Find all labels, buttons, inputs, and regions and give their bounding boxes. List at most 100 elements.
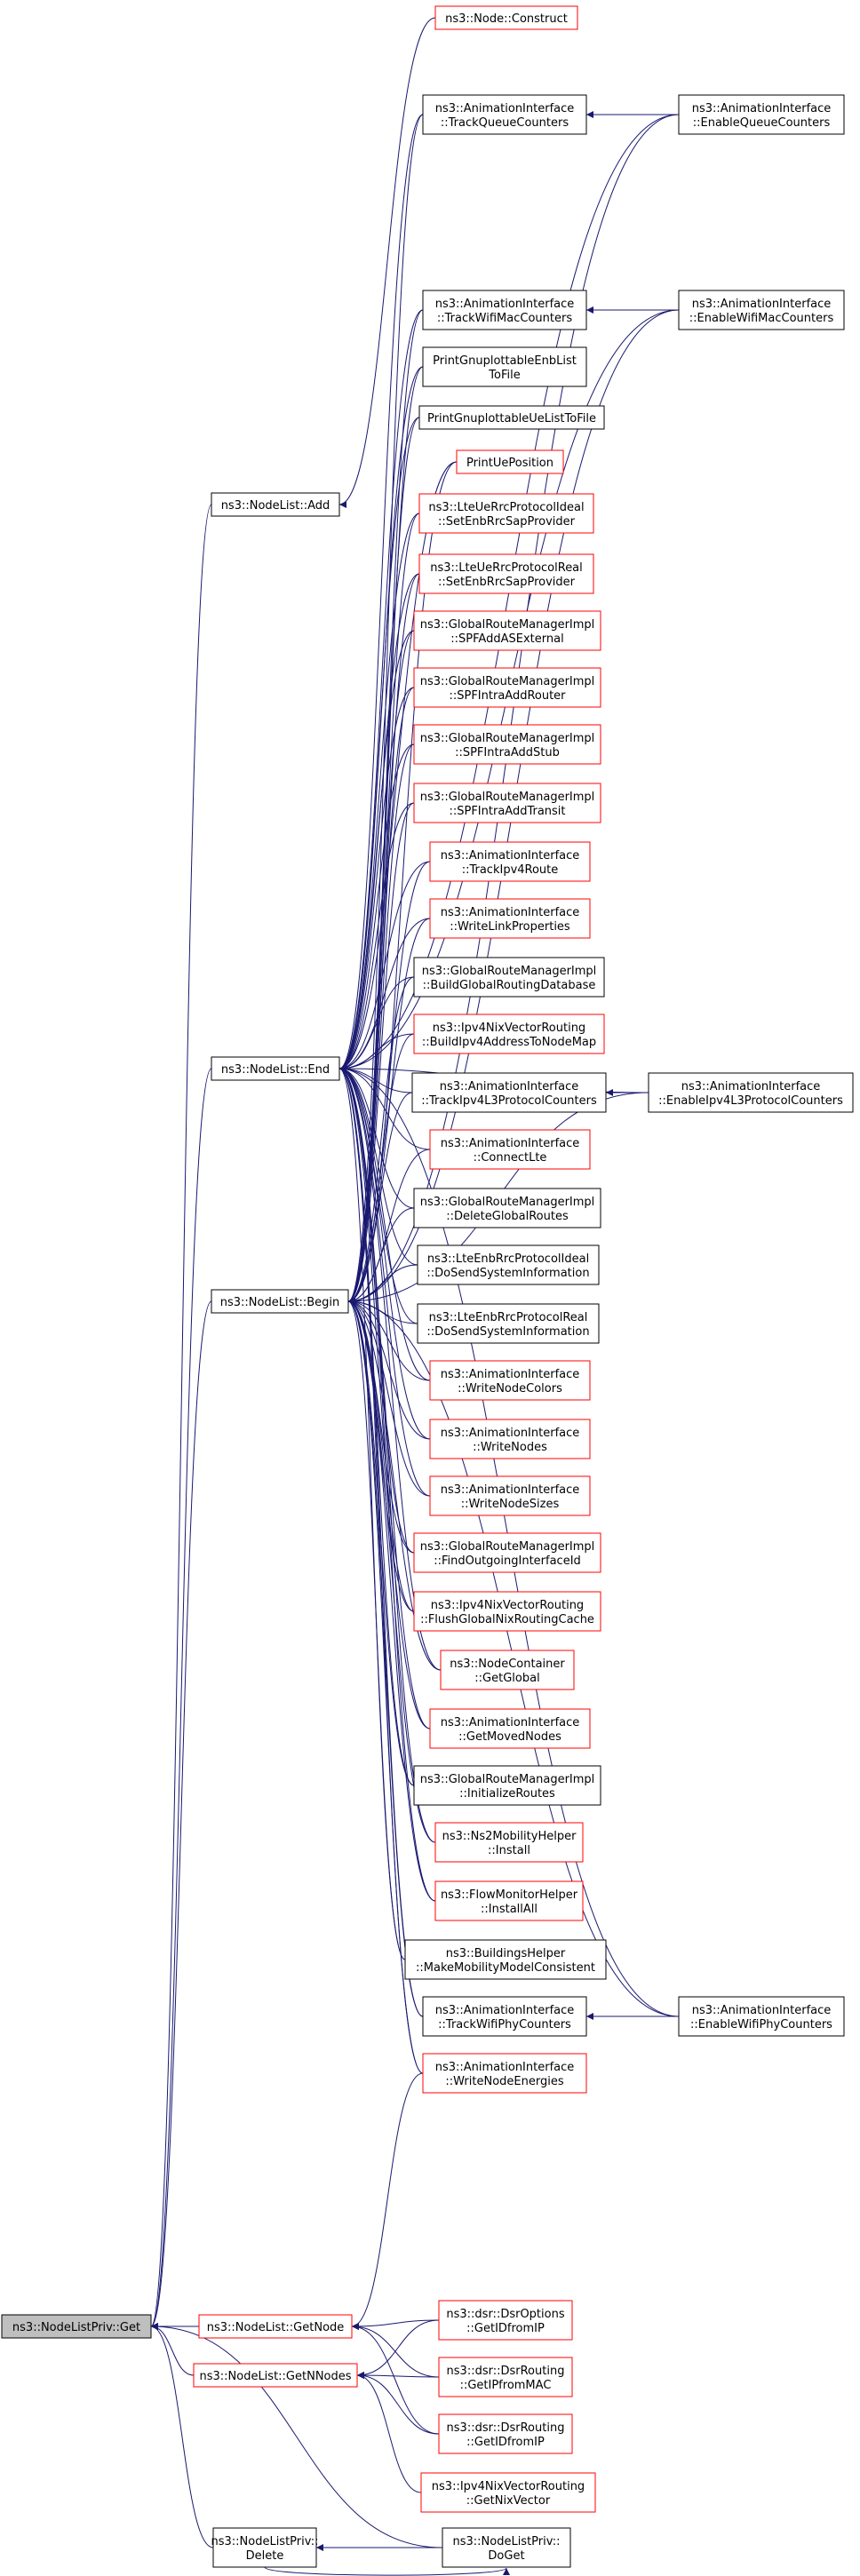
node-label: ns3::GlobalRouteManagerImpl <box>420 1196 595 1209</box>
node-box <box>420 2472 596 2513</box>
node-ns3-nodelist-end[interactable]: ns3::NodeList::End <box>211 1056 340 1081</box>
node-ns3-animationinterface-writelinkproperties[interactable]: ns3::AnimationInterface::WriteLinkProper… <box>429 898 591 939</box>
node-ns3-animationinterface-writenodecolors[interactable]: ns3::AnimationInterface::WriteNodeColors <box>429 1360 591 1401</box>
edge-writeenergies-to-begin <box>347 1298 424 2074</box>
node-printgnuplottableuelisttofile[interactable]: PrintGnuplottableUeListToFile <box>418 405 605 430</box>
node-label: ns3::dsr::DsrOptions <box>446 2308 564 2321</box>
node-ns3-ns2mobilityhelper-install[interactable]: ns3::Ns2MobilityHelper::Install <box>434 1822 584 1863</box>
node-ns3-globalroutemanagerimpl-spfaddasexternal[interactable]: ns3::GlobalRouteManagerImpl::SPFAddASExt… <box>413 610 601 651</box>
edge-writecolors-to-end <box>338 1065 431 1381</box>
node-ns3-nodecontainer-getglobal[interactable]: ns3::NodeContainer::GetGlobal <box>440 1650 575 1690</box>
node-label: ns3::GlobalRouteManagerImpl <box>420 732 595 745</box>
node-box <box>417 1244 600 1285</box>
node-ns3-animationinterface-trackipv4route[interactable]: ns3::AnimationInterface::TrackIpv4Route <box>429 841 591 882</box>
node-label: ToFile <box>488 369 520 382</box>
node-ns3-nodelistpriv-delete[interactable]: ns3::NodeListPriv::Delete <box>211 2527 319 2568</box>
node-ns3-animationinterface-enablequeuecounters[interactable]: ns3::AnimationInterface::EnableQueueCoun… <box>678 94 845 135</box>
edge-spfstub-to-begin <box>347 743 415 1305</box>
node-label: ::ConnectLte <box>474 1151 547 1165</box>
node-ns3-globalroutemanagerimpl-spfintraaddrouter[interactable]: ns3::GlobalRouteManagerImpl::SPFIntraAdd… <box>413 667 601 708</box>
node-ns3-animationinterface-writenodeenergies[interactable]: ns3::AnimationInterface::WriteNodeEnergi… <box>422 2053 587 2094</box>
edge-buildglobal-to-begin <box>347 976 415 1305</box>
node-ns3-animationinterface-writenodes[interactable]: ns3::AnimationInterface::WriteNodes <box>429 1419 591 1459</box>
node-ns3-globalroutemanagerimpl-spfintraaddtransit[interactable]: ns3::GlobalRouteManagerImpl::SPFIntraAdd… <box>413 783 601 823</box>
node-label: ns3::AnimationInterface <box>441 1427 580 1440</box>
node-label: ::Install <box>488 1844 530 1857</box>
node-ns3-animationinterface-enablewifimaccounters[interactable]: ns3::AnimationInterface::EnableWifiMacCo… <box>678 290 845 330</box>
edge-getnnodes-to-get <box>150 2323 195 2376</box>
node-box <box>438 2357 573 2397</box>
node-box <box>429 1708 591 1749</box>
node-ns3-nodelist-getnode[interactable]: ns3::NodeList::GetNode <box>198 2314 353 2339</box>
node-label: ::FindOutgoingInterfaceId <box>434 1554 581 1568</box>
node-label: ns3::GlobalRouteManagerImpl <box>420 1540 595 1554</box>
node-ns3-buildingshelper-makemobilitymodelconsistent[interactable]: ns3::BuildingsHelper::MakeMobilityModelC… <box>404 1939 607 1980</box>
node-ns3-globalroutemanagerimpl-findoutgoinginterfaceid[interactable]: ns3::GlobalRouteManagerImpl::FindOutgoin… <box>413 1532 601 1573</box>
node-box <box>413 667 601 708</box>
node-ns3-node-construct[interactable]: ns3::Node::Construct <box>434 5 578 30</box>
edge-enbreal-to-end <box>338 1065 418 1324</box>
node-ns3-animationinterface-trackwifimaccounters[interactable]: ns3::AnimationInterface::TrackWifiMacCou… <box>422 290 587 330</box>
node-box <box>411 1072 607 1113</box>
edge-spfrouter-to-begin <box>347 687 415 1305</box>
edge-writecolors-to-begin <box>347 1298 431 1381</box>
node-label: ns3::Node::Construct <box>445 12 568 26</box>
node-ns3-animationinterface-connectlte[interactable]: ns3::AnimationInterface::ConnectLte <box>429 1129 591 1170</box>
edge-getmoved-to-begin <box>347 1298 431 1729</box>
node-label: ns3::AnimationInterface <box>440 1080 579 1093</box>
node-label: ns3::LteEnbRrcProtocolIdeal <box>427 1252 589 1266</box>
node-ns3-lteuerrcprotocolreal-setenbrrcsapprovider[interactable]: ns3::LteUeRrcProtocolReal::SetEnbRrcSapP… <box>418 553 594 594</box>
node-ns3-animationinterface-enablewifiphycounters[interactable]: ns3::AnimationInterface::EnableWifiPhyCo… <box>678 1996 845 2037</box>
node-ns3-nodelistpriv-doget[interactable]: ns3::NodeListPriv::DoGet <box>442 2527 571 2568</box>
node-label: ns3::AnimationInterface <box>441 1368 580 1381</box>
node-ns3-globalroutemanagerimpl-deleteglobalroutes[interactable]: ns3::GlobalRouteManagerImpl::DeleteGloba… <box>413 1188 601 1228</box>
edge-trackipv4l3-to-begin <box>347 1092 413 1305</box>
node-label: ::EnableWifiMacCounters <box>689 312 834 325</box>
node-ns3-globalroutemanagerimpl-buildglobalroutingdatabase[interactable]: ns3::GlobalRouteManagerImpl::BuildGlobal… <box>413 957 605 998</box>
node-ns3-dsr-dsroptions-getidfromip[interactable]: ns3::dsr::DsrOptions::GetIDfromIP <box>438 2300 573 2341</box>
node-ns3-ipv4nixvectorrouting-getnixvector[interactable]: ns3::Ipv4NixVectorRouting::GetNixVector <box>420 2472 596 2513</box>
node-label: Delete <box>246 2549 284 2563</box>
node-box <box>456 449 564 474</box>
node-label: ns3::FlowMonitorHelper <box>441 1888 578 1902</box>
node-printueposition[interactable]: PrintUePosition <box>456 449 564 474</box>
node-ns3-nodelist-add[interactable]: ns3::NodeList::Add <box>211 492 340 517</box>
node-ns3-lteuerrcprotocolideal-setenbrrcsapprovider[interactable]: ns3::LteUeRrcProtocolIdeal::SetEnbRrcSap… <box>418 493 594 534</box>
node-ns3-lteenbrrcprotocolideal-dosendsysteminformation[interactable]: ns3::LteEnbRrcProtocolIdeal::DoSendSyste… <box>417 1244 600 1285</box>
edge-deleteglobal-to-end <box>338 1065 415 1209</box>
node-label: ns3::NodeList::End <box>221 1063 330 1077</box>
node-label: ns3::Ipv4NixVectorRouting <box>432 2480 585 2493</box>
node-ns3-lteenbrrcprotocolreal-dosendsysteminformation[interactable]: ns3::LteEnbRrcProtocolReal::DoSendSystem… <box>417 1303 600 1344</box>
node-box <box>212 2527 317 2568</box>
node-ns3-globalroutemanagerimpl-initializeroutes[interactable]: ns3::GlobalRouteManagerImpl::InitializeR… <box>413 1765 601 1806</box>
node-box <box>198 2314 353 2339</box>
node-ns3-nodelist-begin[interactable]: ns3::NodeList::Begin <box>211 1289 349 1314</box>
node-ns3-dsr-dsrrouting-getidfromip[interactable]: ns3::dsr::DsrRouting::GetIDfromIP <box>438 2413 573 2454</box>
node-ns3-animationinterface-getmovednodes[interactable]: ns3::AnimationInterface::GetMovedNodes <box>429 1708 591 1749</box>
node-ns3-nodelist-getnnodes[interactable]: ns3::NodeList::GetNNodes <box>193 2363 358 2388</box>
node-label: ns3::GlobalRouteManagerImpl <box>420 618 595 632</box>
edge-dsroptions-to-getnode <box>351 2319 440 2330</box>
node-ns3-ipv4nixvectorrouting-buildipv4addresstonodemap[interactable]: ns3::Ipv4NixVectorRouting::BuildIpv4Addr… <box>413 1014 605 1054</box>
node-ns3-animationinterface-writenodesizes[interactable]: ns3::AnimationInterface::WriteNodeSizes <box>429 1475 591 1516</box>
node-ns3-globalroutemanagerimpl-spfintraaddstub[interactable]: ns3::GlobalRouteManagerImpl::SPFIntraAdd… <box>413 724 601 765</box>
node-ns3-ipv4nixvectorrouting-flushglobalnixroutingcache[interactable]: ns3::Ipv4NixVectorRouting::FlushGlobalNi… <box>413 1591 601 1632</box>
node-box <box>193 2363 358 2388</box>
node-ns3-flowmonitorhelper-installall[interactable]: ns3::FlowMonitorHelper::InstallAll <box>434 1880 584 1921</box>
node-label: ns3::NodeListPriv::Get <box>12 2321 140 2334</box>
node-ns3-animationinterface-trackwifiphycounters[interactable]: ns3::AnimationInterface::TrackWifiPhyCou… <box>422 1996 587 2037</box>
edge-writenodes-to-begin <box>347 1298 431 1440</box>
node-label: ns3::Ipv4NixVectorRouting <box>433 1022 585 1035</box>
node-ns3-animationinterface-trackqueuecounters[interactable]: ns3::AnimationInterface::TrackQueueCount… <box>422 94 587 135</box>
node-ns3-nodelistpriv-get[interactable]: ns3::NodeListPriv::Get <box>1 2314 152 2339</box>
node-ns3-animationinterface-enableipv4l3protocolcounters[interactable]: ns3::AnimationInterface::EnableIpv4L3Pro… <box>648 1072 854 1113</box>
node-label: PrintGnuplottableEnbList <box>433 354 577 368</box>
node-label: ::GetMovedNodes <box>458 1730 561 1744</box>
edge-buildipv4-to-begin <box>347 1033 415 1305</box>
edge-printue-to-end <box>338 417 420 1072</box>
node-ns3-dsr-dsrrouting-getipfrommac[interactable]: ns3::dsr::DsrRouting::GetIPfromMAC <box>438 2357 573 2397</box>
edge-construct-to-add <box>338 17 436 508</box>
node-ns3-animationinterface-trackipv4l3protocolcounters[interactable]: ns3::AnimationInterface::TrackIpv4L3Prot… <box>411 1072 607 1113</box>
